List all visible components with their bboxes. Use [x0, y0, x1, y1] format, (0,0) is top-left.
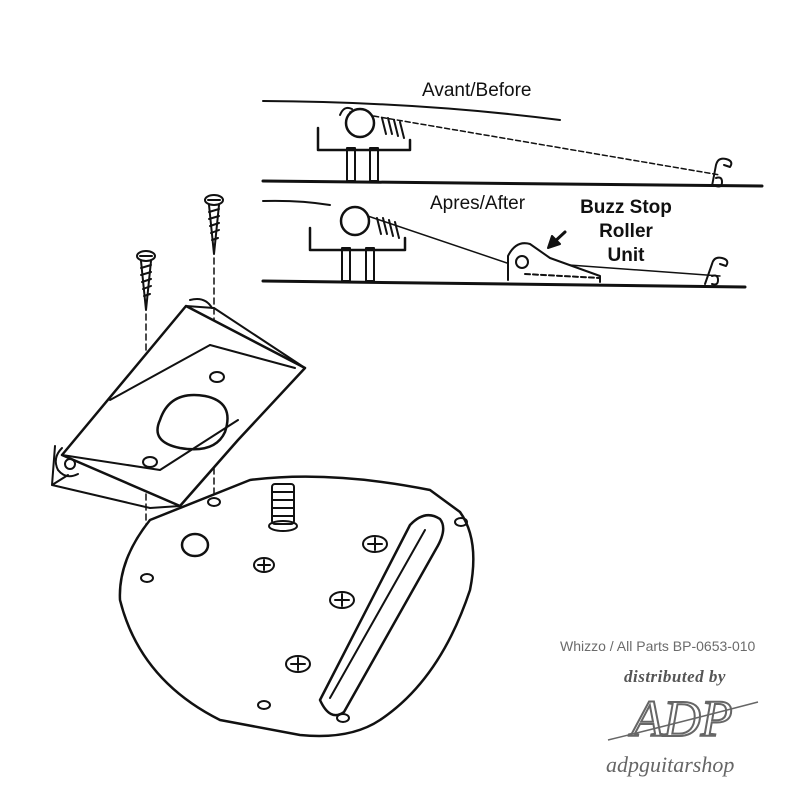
buzz-stop-line-1: Buzz Stop	[580, 197, 672, 218]
screw-right	[204, 194, 224, 255]
before-panel	[261, 100, 764, 188]
screw-left	[136, 250, 156, 311]
roller-bracket	[51, 298, 307, 509]
after-panel	[261, 199, 747, 289]
adp-logo: ADP	[607, 690, 759, 748]
buzz-stop-line-3: Unit	[607, 245, 645, 266]
buzz-stop-line-2: Roller	[599, 221, 653, 242]
shop-name: adpguitarshop	[606, 752, 735, 777]
buzz-stop-label: Buzz Stop Roller Unit	[560, 196, 692, 268]
base-plate	[118, 475, 475, 738]
after-label: Apres/After	[430, 193, 526, 214]
adp-logo-text: ADP	[628, 691, 732, 748]
before-label: Avant/Before	[422, 80, 532, 101]
distributed-by-text: distributed by	[624, 667, 726, 686]
credit-text: Whizzo / All Parts BP-0653-010	[560, 638, 756, 654]
